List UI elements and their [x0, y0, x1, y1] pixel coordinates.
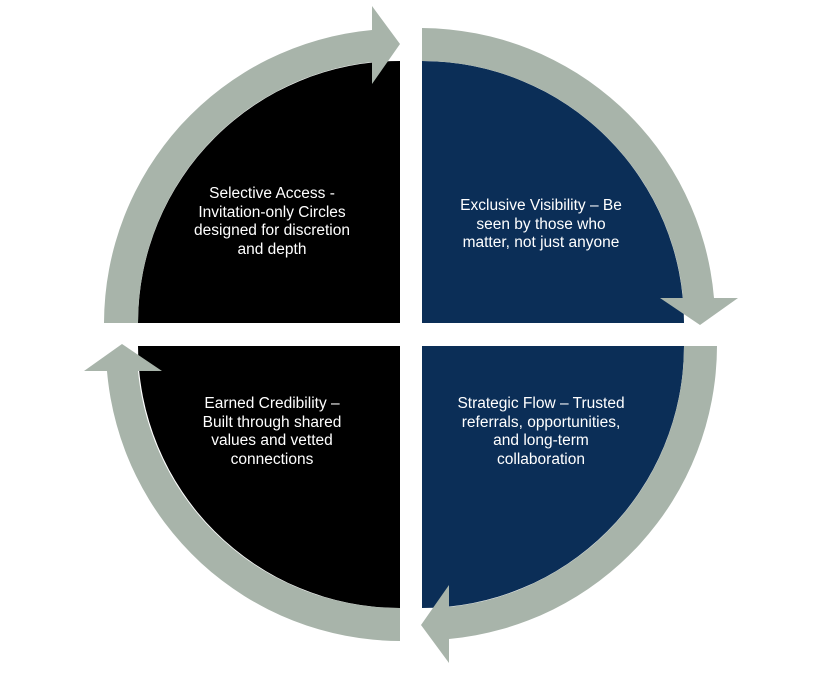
text-line: connections	[230, 450, 314, 468]
text-line: matter, not just anyone	[462, 234, 620, 251]
quadrant-top-left-text: Selective Access - Invitation-only Circl…	[160, 185, 384, 259]
text-line: Strategic Flow – Trusted	[457, 395, 625, 412]
clockwise-arrow-left-icon	[84, 344, 400, 641]
text-line: designed for discretion	[194, 222, 350, 239]
quadrant-bottom-left	[138, 346, 400, 608]
text-line: Earned Credibility –	[204, 395, 340, 412]
text-line: Invitation-only Circles	[198, 203, 346, 221]
text-line: Selective Access -	[209, 185, 335, 202]
clockwise-arrow-bottom-icon	[421, 346, 717, 663]
quadrant-bottom-right	[422, 346, 684, 608]
text-line: and depth	[237, 240, 307, 258]
text-line: seen by those who	[476, 215, 606, 233]
text-line: referrals, opportunities,	[461, 413, 621, 431]
text-line: collaboration	[497, 450, 585, 468]
clockwise-arrow-top-icon	[104, 6, 400, 323]
clockwise-arrow-right-icon	[422, 28, 738, 325]
text-line: Built through shared	[202, 413, 342, 431]
quadrant-bottom-right-text: Strategic Flow – Trusted referrals, oppo…	[430, 395, 652, 469]
quadrant-top-right	[422, 61, 684, 323]
text-line: values and vetted	[211, 432, 333, 449]
quadrant-top-right-text: Exclusive Visibility – Be seen by those …	[430, 197, 652, 253]
text-line: Exclusive Visibility – Be	[460, 197, 622, 214]
quadrant-top-left	[138, 61, 400, 323]
quadrant-bottom-left-text: Earned Credibility – Built through share…	[160, 395, 384, 469]
text-line: and long-term	[493, 432, 589, 449]
